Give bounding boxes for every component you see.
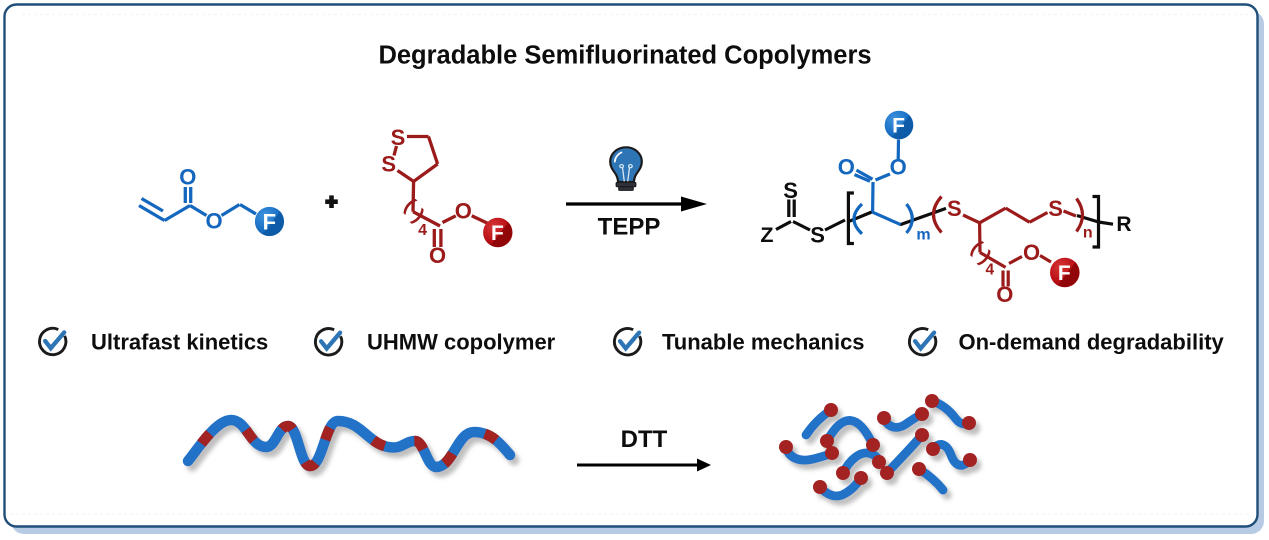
svg-text:S: S: [947, 196, 962, 221]
svg-text:m: m: [916, 227, 930, 244]
svg-text:S: S: [391, 125, 406, 150]
svg-text:UHMW copolymer: UHMW copolymer: [367, 330, 556, 355]
svg-text:S: S: [810, 223, 825, 248]
svg-text:F: F: [1058, 262, 1071, 285]
svg-text:On-demand degradability: On-demand degradability: [959, 330, 1225, 355]
svg-text:O: O: [838, 155, 855, 180]
svg-text:Ultrafast kinetics: Ultrafast kinetics: [91, 330, 268, 355]
svg-text:4: 4: [418, 222, 427, 239]
svg-text:Z: Z: [760, 223, 773, 247]
svg-text:O: O: [996, 282, 1013, 307]
svg-text:F: F: [892, 115, 905, 138]
svg-text:O: O: [890, 155, 907, 180]
svg-text:R: R: [1116, 213, 1131, 236]
svg-text:4: 4: [985, 262, 994, 279]
svg-text:Tunable mechanics: Tunable mechanics: [662, 330, 865, 355]
svg-text:S: S: [1048, 196, 1063, 221]
svg-text:O: O: [1023, 240, 1040, 265]
svg-text:S: S: [783, 178, 798, 203]
svg-text:F: F: [491, 222, 504, 245]
svg-text:O: O: [179, 165, 196, 190]
svg-text:O: O: [455, 199, 472, 224]
svg-text:O: O: [429, 243, 446, 268]
svg-text:DTT: DTT: [621, 426, 668, 453]
svg-text:O: O: [205, 209, 222, 234]
svg-text:Degradable Semifluorinated Cop: Degradable Semifluorinated Copolymers: [378, 42, 871, 70]
svg-text:n: n: [1083, 225, 1093, 242]
svg-text:S: S: [381, 152, 396, 177]
svg-text:F: F: [263, 210, 276, 235]
svg-text:TEPP: TEPP: [598, 214, 661, 241]
